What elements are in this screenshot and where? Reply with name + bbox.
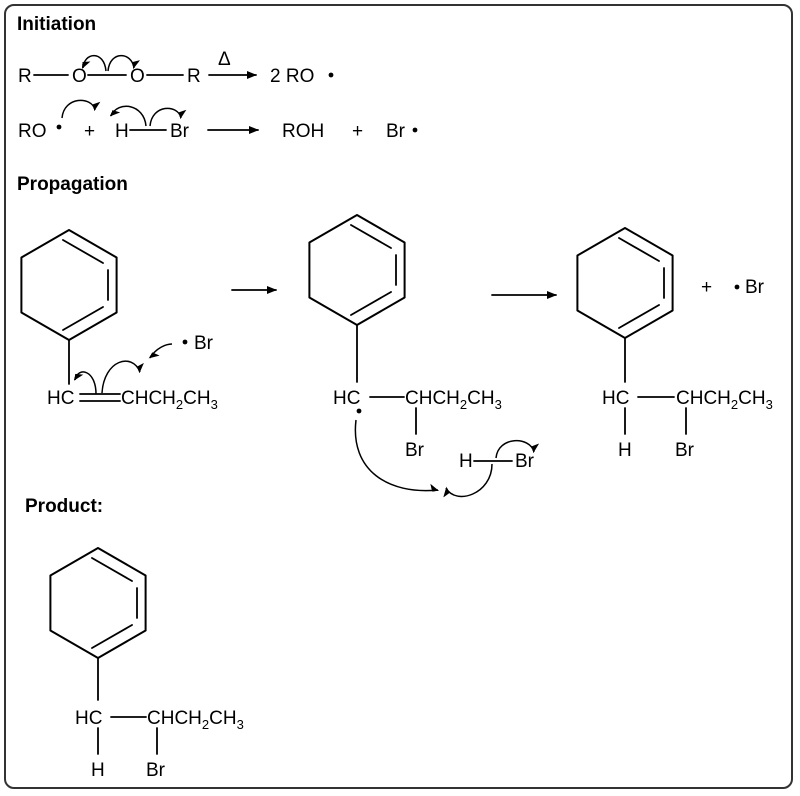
product-hc: HC [75, 708, 102, 729]
fishhook-arrow-ro [61, 99, 101, 119]
fishhook-arrow-left [81, 54, 107, 72]
propagation-product: HC CHCH2CH3 H Br + Br [576, 227, 773, 461]
bromine-radical-dot [412, 127, 418, 133]
fishhook-arrow-br-leave [495, 439, 540, 459]
benzene-ring-1 [20, 229, 118, 341]
br-radical-dot [182, 339, 188, 345]
bromine-radical: Br [386, 121, 406, 142]
peroxide-r-left: R [18, 66, 32, 87]
final-br-radical: Br [745, 277, 765, 298]
fishhook-arrow-br [148, 343, 173, 359]
final-product: HC CHCH2CH3 H Br [49, 547, 244, 781]
heat-symbol: Δ [218, 49, 231, 70]
alkene-br-radical: Br [194, 333, 214, 354]
radical-dot [328, 72, 334, 78]
alkene-hc: HC [47, 388, 74, 409]
product-br: Br [146, 760, 166, 781]
radical-intermediate: HC CHCH2CH3 Br H Br [308, 214, 540, 498]
fishhook-arrow-hbr-bond [443, 463, 493, 498]
heading-initiation: Initiation [17, 14, 96, 35]
hydrogen-abstraction: RO + H Br ROH + Br [18, 99, 418, 142]
peroxide-homolysis: R O O R Δ 2 RO [18, 49, 334, 87]
plus-sign-1: + [84, 121, 95, 142]
final-h: H [618, 440, 632, 461]
ro-radical-dot [56, 124, 62, 130]
heading-propagation: Propagation [17, 174, 128, 195]
final-chain: CHCH2CH3 [676, 388, 773, 412]
heading-product: Product: [25, 496, 103, 517]
benzene-ring-4 [49, 547, 147, 659]
product-chain: CHCH2CH3 [147, 708, 244, 732]
hbr-h: H [115, 121, 129, 142]
fishhook-arrow-hbr-right [149, 107, 187, 127]
final-br: Br [675, 440, 695, 461]
benzene-ring-3 [576, 227, 674, 339]
hbr2-br: Br [515, 451, 535, 472]
hbr2-h: H [459, 451, 473, 472]
intermediate-hc: HC [333, 388, 360, 409]
final-plus: + [701, 277, 712, 298]
alkene-chain: CHCH2CH3 [121, 388, 218, 412]
peroxide-r-right: R [187, 66, 201, 87]
fishhook-arrow-right [107, 54, 141, 72]
carbon-radical-dot [356, 408, 362, 414]
fishhook-arrow-hbr-left [109, 105, 147, 127]
intermediate-chain: CHCH2CH3 [405, 388, 502, 412]
ro-radical-product: 2 RO [270, 66, 314, 87]
peroxide-o-left: O [72, 66, 87, 87]
plus-sign-2: + [352, 121, 363, 142]
final-hc: HC [602, 388, 629, 409]
alkene-structure: HC CHCH2CH3 Br [20, 229, 218, 412]
fishhook-arrow-pi-left [73, 371, 97, 395]
fishhook-arrow-pi-right [101, 360, 144, 394]
intermediate-br: Br [405, 440, 425, 461]
ro-radical: RO [18, 121, 47, 142]
product-h: H [91, 760, 105, 781]
benzene-ring-2 [308, 214, 406, 326]
peroxide-o-right: O [130, 66, 145, 87]
fishhook-arrow-radical [354, 419, 440, 492]
final-br-radical-dot [734, 284, 740, 290]
hbr-br: Br [170, 121, 190, 142]
roh-product: ROH [282, 121, 324, 142]
